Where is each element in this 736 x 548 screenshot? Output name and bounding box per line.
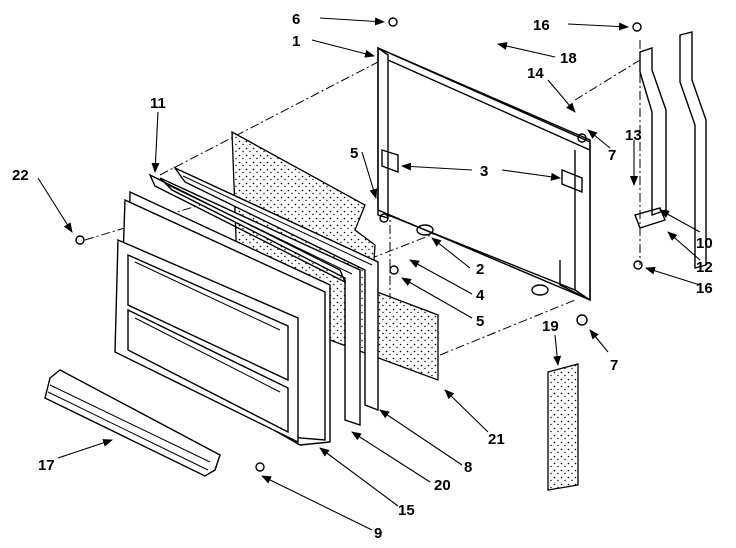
callout-3: 3 (480, 163, 488, 180)
part-11-gasket-strip (148, 173, 347, 284)
part-1-door-frame (377, 46, 591, 302)
screws (75, 17, 643, 472)
outer-door-panel (114, 190, 331, 446)
callout-19: 19 (542, 318, 559, 335)
callout-14: 14 (527, 65, 544, 82)
callout-8: 8 (464, 459, 472, 476)
part-10-hinge-cover (679, 31, 707, 269)
part-12-hinge-plate (634, 207, 666, 229)
callout-21: 21 (488, 431, 505, 448)
callout-11: 11 (150, 95, 166, 112)
callout-20: 20 (434, 477, 451, 494)
callout-9: 9 (374, 525, 382, 542)
callout-labels: 6 1 16 18 14 11 13 7 5 3 22 10 2 12 4 16… (12, 11, 713, 542)
part-17-door-handle (44, 369, 221, 477)
callout-15: 15 (398, 502, 415, 519)
part-2-hinge-pads (416, 224, 549, 296)
callout-1: 1 (292, 33, 300, 50)
callout-16: 16 (533, 17, 550, 34)
callout-5-lower: 5 (476, 313, 484, 330)
callout-2: 2 (476, 261, 484, 278)
callout-12: 12 (696, 259, 713, 276)
callout-10: 10 (696, 235, 713, 252)
callout-17: 17 (38, 457, 55, 474)
part-13-hinge-bracket (639, 47, 667, 216)
callout-22: 22 (12, 167, 29, 184)
leader-arrows (37, 17, 701, 531)
callout-18: 18 (560, 50, 577, 67)
callout-7-lower: 7 (610, 357, 618, 374)
part-3-brackets (381, 149, 583, 194)
callout-4: 4 (476, 287, 485, 304)
part-19-foam-block (547, 363, 579, 491)
part-8-breaker-strip (172, 166, 379, 412)
callout-13: 13 (625, 127, 642, 144)
callout-5: 5 (350, 145, 358, 162)
callout-6: 6 (292, 11, 300, 28)
callout-16-lower: 16 (696, 280, 713, 297)
callout-7: 7 (608, 147, 616, 164)
